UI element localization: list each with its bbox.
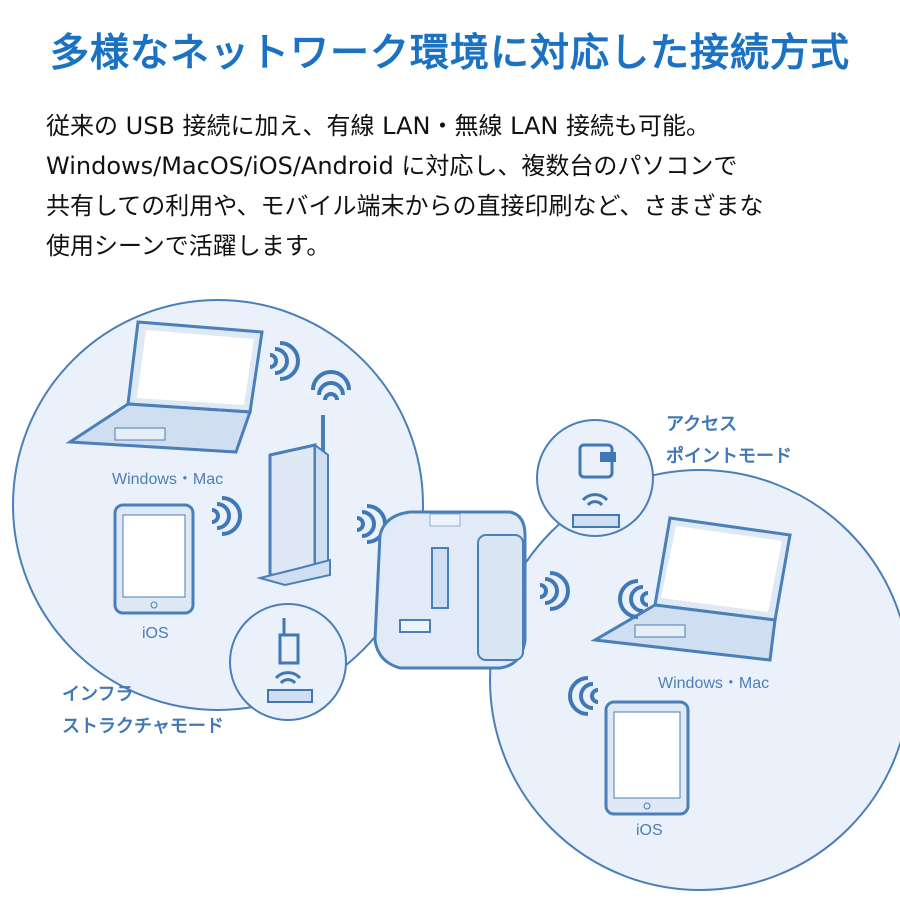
- printer-small-icon: [572, 443, 620, 528]
- description-line: 共有しての利用や、モバイル端末からの直接印刷など、さまざまな: [46, 192, 764, 220]
- description: 従来の USB 接続に加え、有線 LAN・無線 LAN 接続も可能。 Windo…: [46, 106, 876, 266]
- laptop-icon: [65, 320, 264, 454]
- infrastructure-mode-label: ストラクチャモード: [62, 716, 224, 737]
- access-point-zone: [489, 469, 900, 891]
- router-icon: [256, 415, 331, 587]
- page-title: 多様なネットワーク環境に対応した接続方式: [49, 31, 850, 76]
- description-line: Windows/MacOS/iOS/Android に対応し、複数台のパソコンで: [46, 152, 738, 180]
- ap-tablet-label: iOS: [636, 822, 663, 839]
- tablet-icon: [604, 700, 690, 816]
- infra-tablet-label: iOS: [142, 625, 169, 642]
- description-line: 従来の USB 接続に加え、有線 LAN・無線 LAN 接続も可能。: [46, 112, 710, 140]
- infra-laptop-label: Windows・Mac: [112, 471, 223, 488]
- laptop-icon: [590, 516, 792, 662]
- tablet-icon: [113, 503, 195, 615]
- router-small-icon: [267, 618, 313, 703]
- description-line: 使用シーンで活躍します。: [46, 232, 331, 260]
- access-point-mode-label: アクセス: [666, 414, 737, 435]
- infrastructure-mode-label: インフラ: [62, 684, 133, 705]
- access-point-mode-label: ポイントモード: [666, 445, 792, 467]
- ap-laptop-label: Windows・Mac: [658, 675, 769, 692]
- label-printer-icon: [373, 510, 527, 670]
